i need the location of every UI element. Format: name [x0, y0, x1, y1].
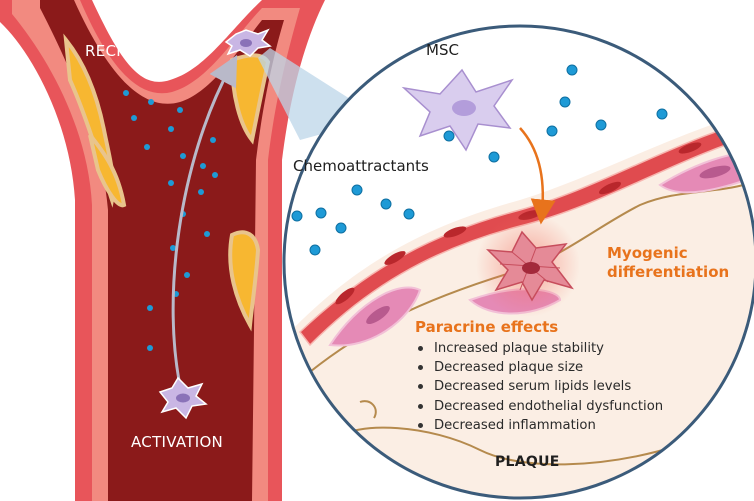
chemoattractants-label: Chemoattractants — [293, 157, 429, 175]
chemoattractant-dot-icon — [291, 64, 668, 256]
msc-label: MSC — [426, 41, 459, 59]
list-item: Decreased plaque size — [416, 358, 663, 377]
list-item: Increased plaque stability — [416, 339, 663, 358]
plaque-label: PLAQUE — [495, 454, 560, 470]
differentiated-cell-icon — [486, 230, 574, 302]
blood-vessel — [0, 0, 325, 501]
activation-label: ACTIVATION — [131, 433, 224, 451]
msc-cell-icon — [224, 28, 272, 57]
activated-msc-cell-icon — [158, 376, 208, 420]
myogenic-label-line-1: Myogenic — [607, 244, 688, 262]
msc-cell-icon — [401, 68, 514, 152]
list-item: Decreased endothelial dysfunction — [416, 397, 663, 416]
arrow-icon — [519, 127, 556, 225]
paracrine-effects-list: Increased plaque stability Decreased pla… — [416, 339, 663, 435]
recruitment-label: RECRUITMENT — [85, 42, 197, 60]
vessel-plaques — [63, 33, 271, 332]
list-item: Decreased inflammation — [416, 416, 663, 435]
myogenic-label: Myogenic differentiation — [607, 244, 729, 282]
list-item: Decreased serum lipids levels — [416, 377, 663, 396]
migration-arrow — [171, 54, 238, 396]
myogenic-label-line-2: differentiation — [607, 263, 730, 281]
paracrine-title: Paracrine effects — [415, 318, 559, 336]
endothelial-layer — [298, 117, 754, 347]
